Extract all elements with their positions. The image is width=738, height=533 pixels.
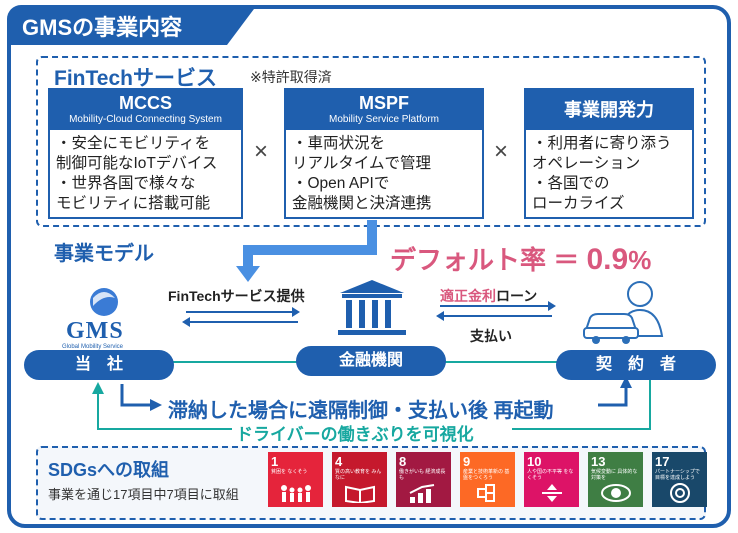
bizdev-line: オペレーション (532, 155, 641, 172)
visualize-text: ドライバーの働きぶりを可視化 (236, 425, 474, 444)
loan-label-rate: 適正金利 (440, 288, 496, 304)
mccs-subtitle: Mobility-Cloud Connecting System (69, 114, 222, 125)
mccs-line: モビリティに搭載可能 (56, 195, 211, 212)
sdg-goal-number: 8 (399, 454, 407, 469)
mspf-line: ・車両状況を (292, 135, 386, 152)
bank-pill: 金融機関 (296, 346, 446, 376)
sdg-goal-text: 人や国の不平等 をなくそう (527, 469, 574, 481)
fintech-provide-label: FinTechサービス提供 (168, 288, 305, 304)
fintech-title: FinTechサービス (54, 67, 217, 90)
mccs-line: 制御可能なIoTデバイス (56, 155, 218, 172)
bizdev-card-header: 事業開発力 (526, 90, 692, 130)
loan-label-rest: ローン (496, 288, 538, 304)
mccs-card: MCCS Mobility-Cloud Connecting System ・安… (48, 88, 243, 219)
company-pill: 当 社 (24, 350, 174, 380)
mspf-line: リアルタイムで管理 (292, 155, 432, 172)
mccs-card-header: MCCS Mobility-Cloud Connecting System (50, 90, 241, 130)
sdg-goal-text: 気候変動に 具体的な対策を (591, 469, 638, 481)
gms-logo-text: GMS (66, 318, 124, 344)
mccs-line: ・安全にモビリティを (56, 135, 211, 152)
default-rate-value: 0.9 (586, 243, 629, 276)
sdgs-subtitle: 事業を通じ17項目中7項目に取組 (48, 487, 239, 502)
sdg-goal-text: パートナーシップで 目標を達成しよう (655, 469, 700, 481)
contractor-pill: 契 約 者 (556, 350, 716, 380)
times-sign: × (494, 138, 509, 165)
mspf-card-header: MSPF Mobility Service Platform (286, 90, 482, 130)
bizdev-line: ・各国での (532, 175, 610, 192)
default-rate-unit: % (628, 245, 652, 275)
sdg-goal-number: 17 (655, 454, 670, 469)
bizdev-card: 事業開発力 ・利用者に寄り添う オペレーション ・各国での ローカライズ (524, 88, 694, 219)
patent-note: ※特許取得済 (250, 69, 332, 85)
bizdev-line: ・利用者に寄り添う (532, 135, 672, 152)
default-rate-eq: ＝ (553, 245, 580, 275)
bizdev-body: ・利用者に寄り添う オペレーション ・各国での ローカライズ (526, 130, 692, 218)
sdg-goal-number: 13 (591, 454, 606, 469)
mspf-line: 金融機関と決済連携 (292, 195, 432, 212)
sdg-goal-text: 質の高い教育を みんなに (335, 469, 382, 481)
mspf-card: MSPF Mobility Service Platform ・車両状況を リア… (284, 88, 484, 219)
title-banner (7, 5, 257, 45)
sdg-goal-number: 10 (527, 454, 542, 469)
bizdev-line: ローカライズ (532, 195, 625, 212)
sdg-goal-number: 1 (271, 454, 279, 469)
sdg-goal-text: 働きがいも 経済成長も (399, 469, 446, 481)
sdg-goal-text: 産業と技術革新の 基盤をつくろう (463, 469, 510, 481)
business-model-label: 事業モデル (54, 243, 154, 265)
gms-logo-subtext: Global Mobility Service (62, 344, 124, 350)
mspf-line: ・Open APIで (292, 175, 390, 192)
mccs-name: MCCS (119, 93, 172, 113)
default-rate: デフォルト率 ＝ 0.9% (390, 240, 651, 277)
mspf-name: MSPF (358, 93, 409, 113)
times-sign: × (254, 138, 269, 165)
payment-label: 支払い (470, 328, 512, 344)
mccs-line: ・世界各国で様々な (56, 175, 196, 192)
sdg-goal-text: 貧困を なくそう (271, 469, 308, 475)
page-title: GMSの事業内容 (22, 15, 183, 40)
loan-label: 適正金利ローン (440, 286, 537, 306)
mspf-body: ・車両状況を リアルタイムで管理 ・Open APIで 金融機関と決済連携 (286, 130, 482, 218)
mspf-subtitle: Mobility Service Platform (328, 114, 440, 125)
bizdev-name: 事業開発力 (564, 100, 654, 120)
sdgs-title: SDGsへの取組 (48, 460, 170, 480)
mccs-body: ・安全にモビリティを 制御可能なIoTデバイス ・世界各国で様々な モビリティに… (50, 130, 241, 218)
sdg-goal-number: 4 (335, 454, 343, 469)
remote-control-text: 滞納した場合に遠隔制御・支払い後 再起動 (168, 400, 554, 422)
sdg-goal-number: 9 (463, 454, 471, 469)
default-rate-label: デフォルト率 (390, 245, 547, 275)
